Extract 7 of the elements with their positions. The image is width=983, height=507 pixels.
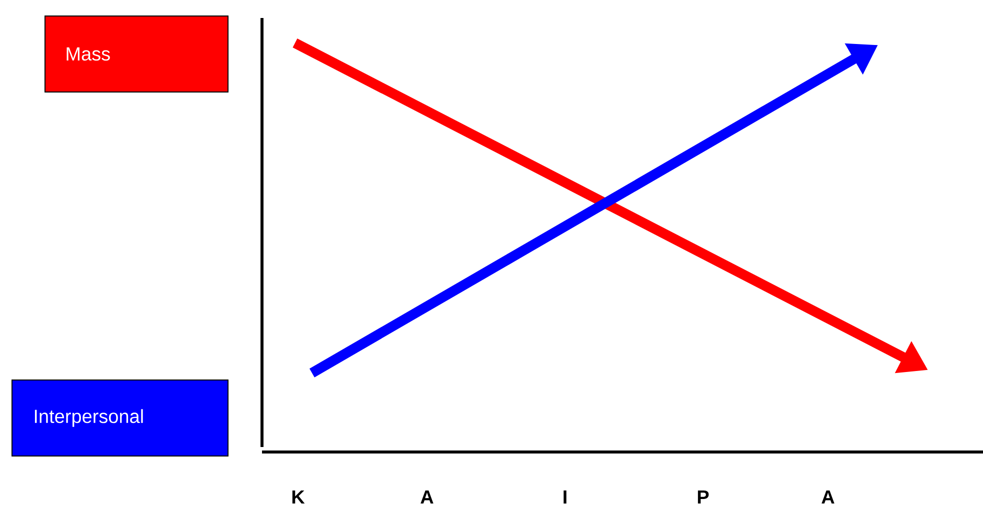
axis-label: A [822, 490, 834, 504]
axis-label: P [698, 490, 709, 504]
legend-label: Interpersonal [34, 409, 143, 427]
axis-label: I [564, 490, 566, 504]
axis-label: A [420, 490, 434, 504]
legend-label: Mass [66, 47, 110, 61]
axis-label: K [292, 490, 305, 504]
